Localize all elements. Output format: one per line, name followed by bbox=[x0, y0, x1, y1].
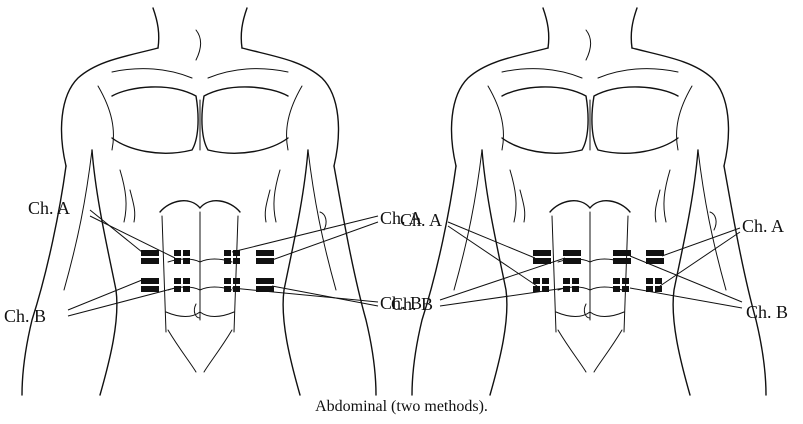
electrode-pad bbox=[646, 250, 664, 264]
left-ch-a-left-label: Ch. A bbox=[28, 198, 70, 218]
electrode-pad bbox=[141, 250, 159, 264]
left-electrodes bbox=[141, 250, 274, 292]
right-ch-b-left-label: Ch. B bbox=[391, 294, 433, 314]
left-ch-b-left-label: Ch. B bbox=[4, 306, 46, 326]
figure-caption: Abdominal (two methods). bbox=[0, 398, 803, 416]
electrode-pad bbox=[533, 250, 551, 264]
left-torso bbox=[22, 8, 376, 395]
left-leader-lines bbox=[68, 210, 378, 316]
electrode-pad bbox=[141, 278, 159, 292]
electrode-pad bbox=[563, 250, 581, 264]
right-torso bbox=[412, 8, 766, 395]
electrode-pad bbox=[256, 250, 274, 264]
electrode-pad bbox=[256, 278, 274, 292]
electrode-pad bbox=[174, 250, 190, 264]
electrode-pad bbox=[563, 278, 579, 292]
electrode-pad bbox=[613, 250, 631, 264]
right-ch-a-left-label: Ch. A bbox=[400, 210, 442, 230]
electrode-pad bbox=[174, 278, 190, 292]
right-leader-lines bbox=[440, 222, 742, 308]
right-ch-b-right-label: Ch. B bbox=[746, 302, 788, 322]
right-ch-a-right-label: Ch. A bbox=[742, 216, 784, 236]
electrode-pad bbox=[646, 278, 662, 292]
right-electrodes bbox=[533, 250, 664, 292]
